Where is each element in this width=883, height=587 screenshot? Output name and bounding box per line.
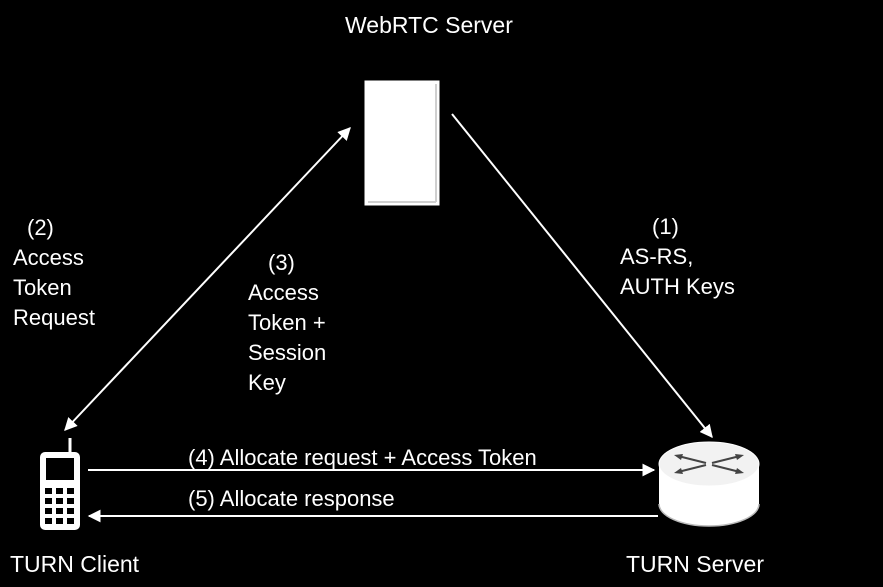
step3-line-3: Session [248, 340, 327, 365]
step1-number: (1) [652, 214, 679, 239]
step5-label: (5) Allocate response [188, 486, 395, 511]
step2-number: (2) [27, 215, 54, 240]
step3-number: (3) [268, 250, 295, 275]
turn-client-label: TURN Client [10, 551, 140, 577]
step3-line-4: Key [248, 370, 286, 395]
mobile-phone-icon [40, 438, 80, 530]
step2-line-2: Token [13, 275, 72, 300]
arrow-step2-3-client-webrtc [64, 127, 351, 431]
step2-label: (2) Access Token Request [13, 213, 95, 333]
arrow-step1-webrtc-to-turn-server [451, 113, 713, 439]
step1-label: (1) AS-RS, AUTH Keys [620, 212, 735, 302]
step1-line-2: AUTH Keys [620, 274, 735, 299]
turn-server-label: TURN Server [626, 551, 765, 577]
step4-label: (4) Allocate request + Access Token [188, 445, 537, 470]
step3-line-2: Token + [248, 310, 326, 335]
server-icon [364, 80, 440, 206]
router-icon [658, 441, 760, 527]
step2-line-3: Request [13, 305, 95, 330]
step1-line-1: AS-RS, [620, 244, 694, 269]
step3-line-1: Access [248, 280, 319, 305]
step2-line-1: Access [13, 245, 84, 270]
webrtc-server-label: WebRTC Server [345, 12, 513, 38]
step3-label: (3) Access Token + Session Key [248, 248, 326, 398]
